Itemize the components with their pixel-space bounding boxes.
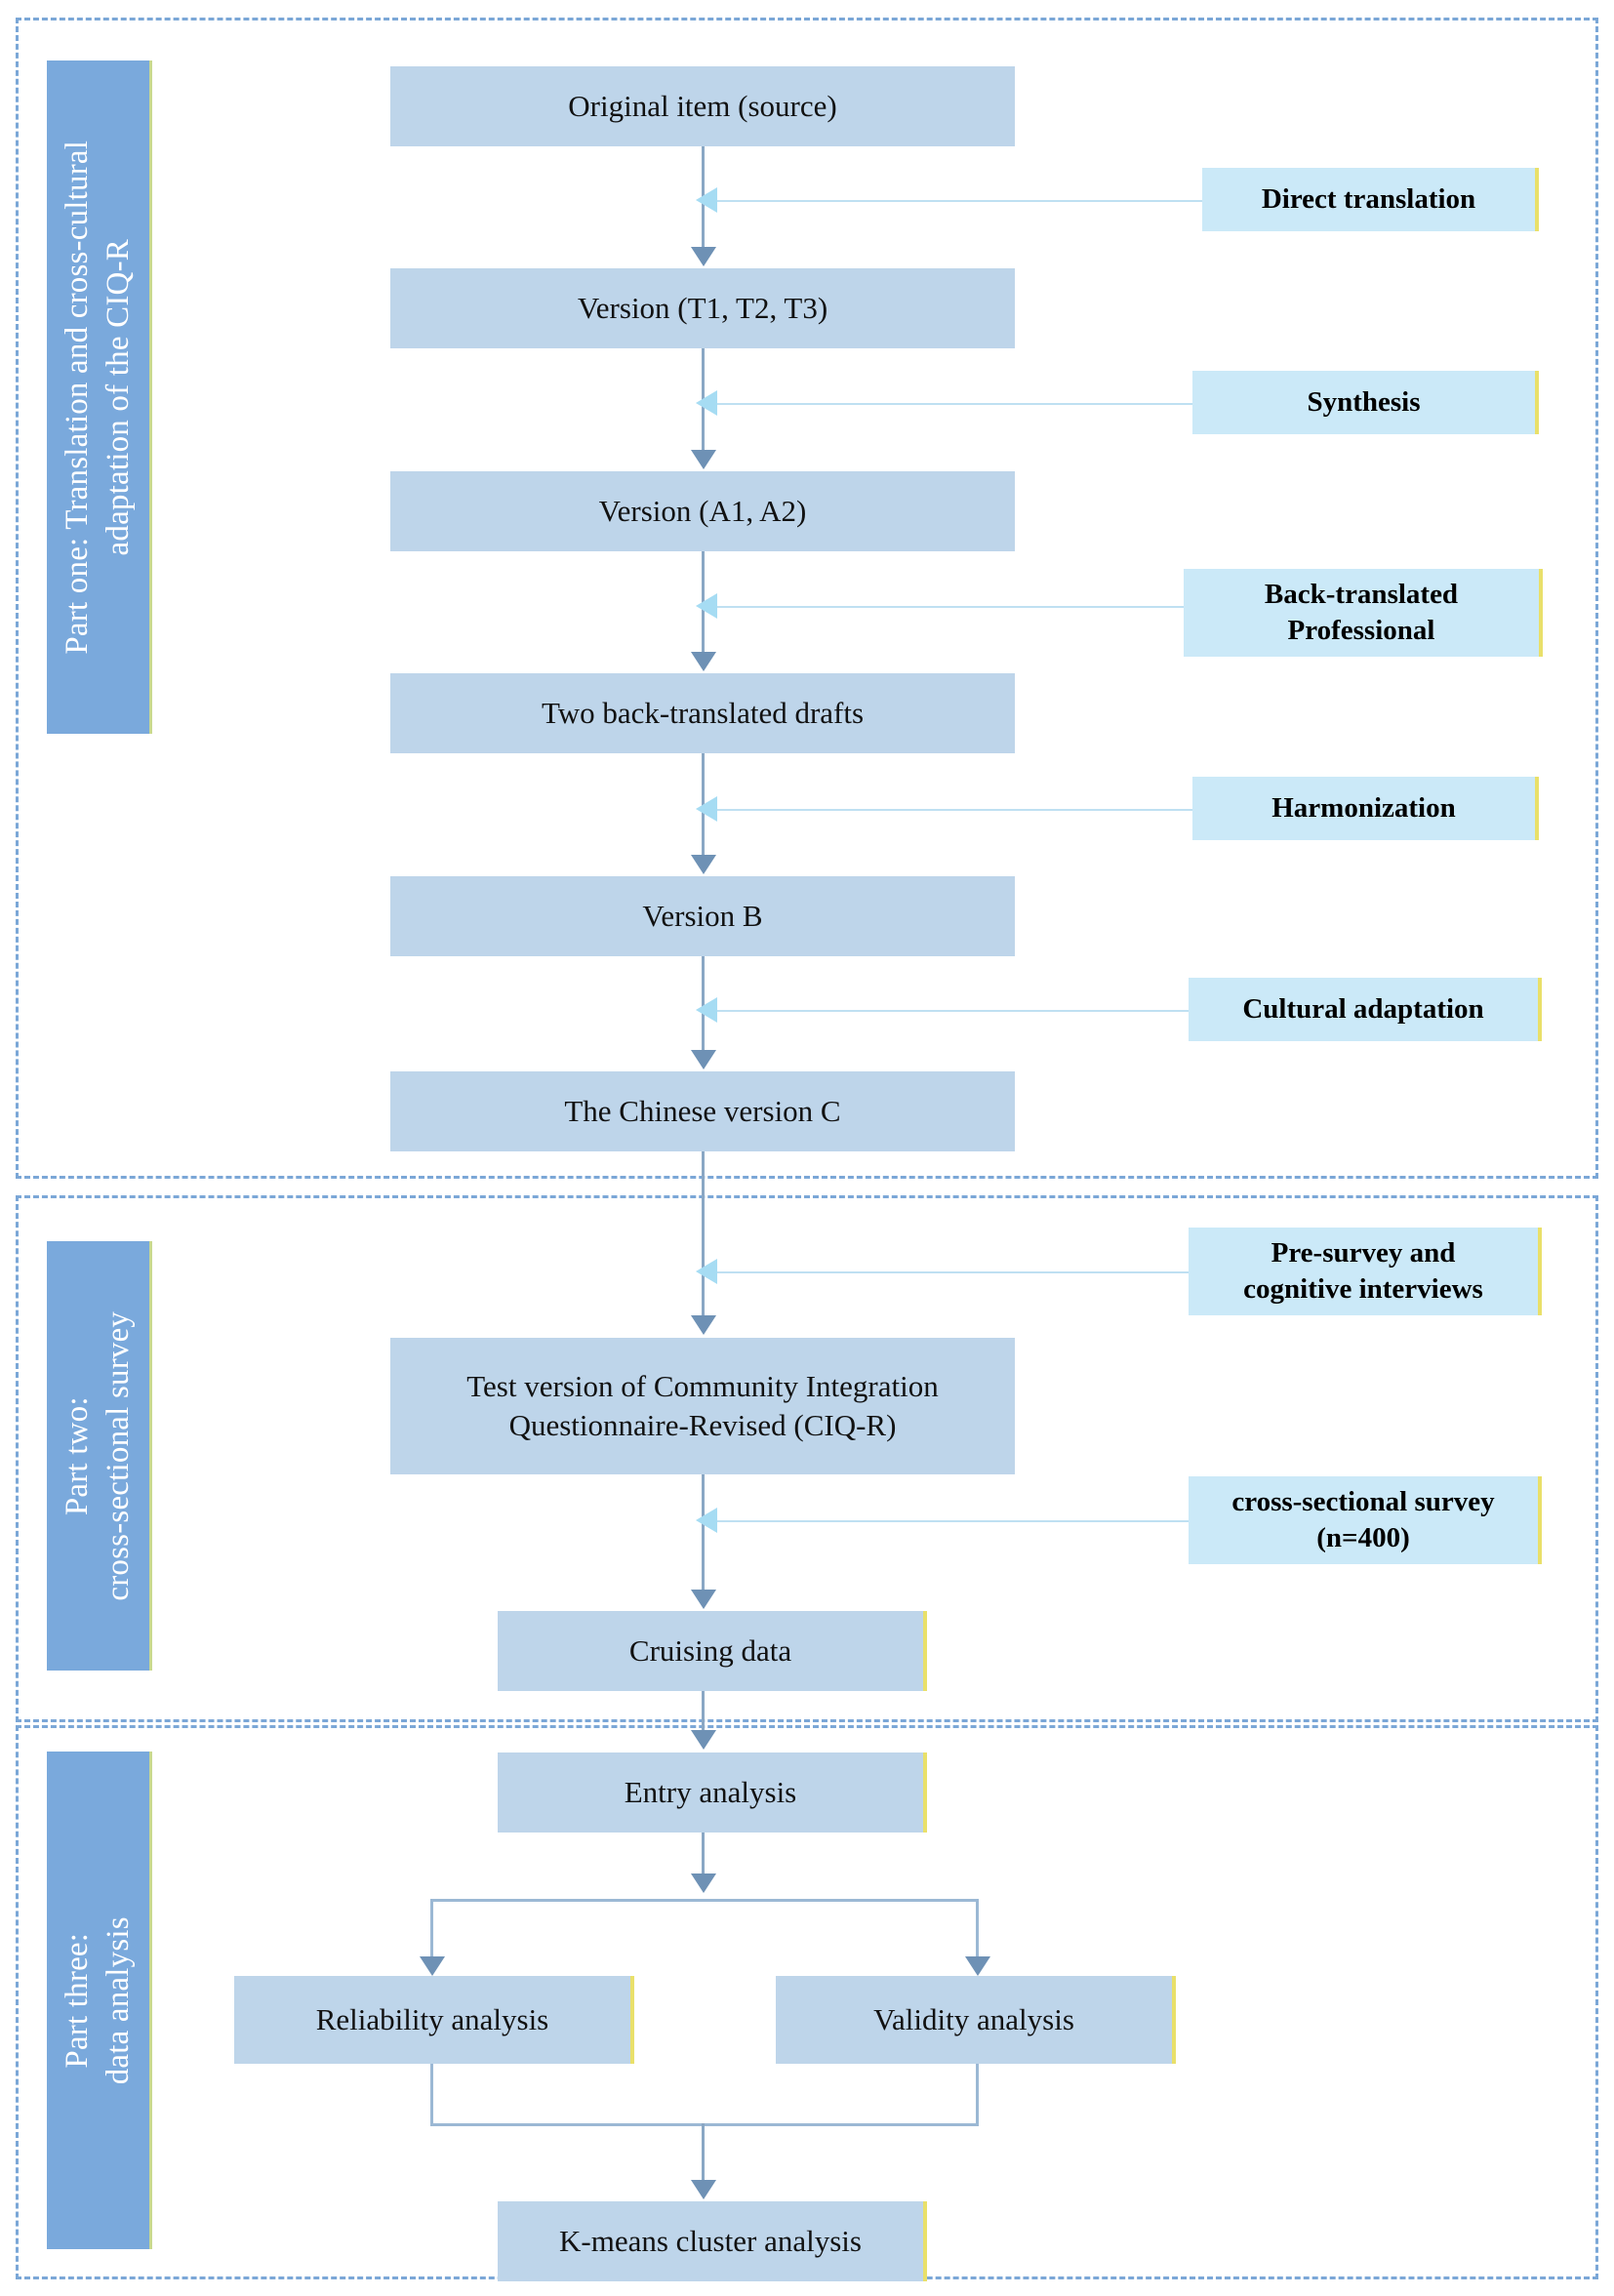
node-original-item: Original item (source) [390,66,1015,146]
part-three-banner-text: Part three: data analysis [57,1916,139,2084]
node-test-version-ciqr: Test version of Community Integration Qu… [390,1338,1015,1474]
arrowhead-pre-survey [696,1259,717,1284]
part-two-banner-text: Part two: cross-sectional survey [57,1311,139,1601]
line-pre-survey [717,1271,1189,1273]
arrowhead-cultural-adaptation [696,997,717,1023]
annotation-direct-translation: Direct translation [1202,168,1539,231]
part-two-banner-line2: cross-sectional survey [101,1310,137,1601]
node-validity-analysis: Validity analysis [776,1976,1176,2064]
node-cruising-data: Cruising data [498,1611,927,1691]
annotation-back-translated-line2: Professional [1287,615,1435,646]
node-reliability-analysis: Reliability analysis [234,1976,634,2064]
annotation-pre-survey-line2: cognitive interviews [1243,1273,1483,1305]
arrow-split-right [965,1956,990,1976]
annotation-harmonization: Harmonization [1192,777,1539,840]
node-chinese-version-c: The Chinese version C [390,1071,1015,1151]
part-one-banner-line1: Part one: Translation and cross-cultural [60,140,96,655]
line-direct-translation [717,200,1202,202]
arrow-split-left [420,1956,445,1976]
arrowhead-synthesis [696,390,717,416]
annotation-pre-survey: Pre-survey and cognitive interviews [1189,1228,1542,1315]
connector-testversion-to-cruising [702,1474,705,1591]
annotation-pre-survey-line1: Pre-survey and [1271,1236,1456,1269]
node-version-a: Version (A1, A2) [390,471,1015,551]
connector-entry-to-split [702,1833,705,1879]
arrow-versiont-to-versiona [691,450,716,469]
node-version-b: Version B [390,876,1015,956]
arrowhead-cross-sectional [696,1508,717,1533]
part-two-banner-line1: Part two: [60,1396,96,1515]
node-kmeans-cluster-analysis: K-means cluster analysis [498,2201,927,2281]
merge-left-rise [430,2064,433,2125]
connector-merge-to-kmeans [702,2123,705,2184]
annotation-cultural-adaptation: Cultural adaptation [1189,978,1542,1041]
line-cross-sectional [717,1520,1189,1522]
part-three-banner-line1: Part three: [60,1932,96,2069]
annotation-synthesis: Synthesis [1192,371,1539,434]
arrowhead-direct-translation [696,187,717,213]
part-one-banner-line2: adaptation of the CIQ-R [101,238,137,556]
line-synthesis [717,403,1192,405]
arrow-testversion-to-cruising [691,1590,716,1609]
arrow-versiona-to-drafts [691,652,716,671]
arrow-cruising-to-entry [691,1730,716,1750]
merge-right-rise [976,2064,979,2125]
arrow-drafts-to-versionb [691,855,716,874]
connector-chinesec-to-testversion [702,1151,705,1317]
node-test-version-line1: Test version of Community Integration [466,1368,939,1403]
node-back-translated-drafts: Two back-translated drafts [390,673,1015,753]
annotation-cross-sectional-line2: (n=400) [1316,1522,1410,1553]
annotation-cross-sectional-line1: cross-sectional survey [1231,1485,1495,1517]
part-two-banner: Part two: cross-sectional survey [47,1241,152,1671]
node-test-version-line2: Questionnaire-Revised (CIQ-R) [508,1408,897,1442]
line-harmonization [717,809,1192,811]
arrow-merge-to-kmeans [691,2180,716,2199]
node-version-t: Version (T1, T2, T3) [390,268,1015,348]
connector-cruising-to-entry [702,1691,705,1732]
annotation-back-translated-professional: Back-translated Professional [1184,569,1543,657]
node-entry-analysis: Entry analysis [498,1752,927,1833]
line-cultural-adaptation [717,1010,1189,1012]
annotation-back-translated-line1: Back-translated [1264,578,1459,610]
arrow-versionb-to-chinesec [691,1050,716,1069]
part-one-banner-text: Part one: Translation and cross-cultural… [57,141,139,655]
line-back-translated [717,606,1184,608]
part-two-frame [16,1195,1598,1722]
split-left-drop [430,1899,433,1960]
part-three-banner-line2: data analysis [101,1915,137,2085]
arrow-original-to-versiont [691,247,716,266]
part-one-frame [16,18,1598,1179]
split-right-drop [976,1899,979,1960]
arrow-chinesec-to-testversion [691,1315,716,1335]
part-three-banner: Part three: data analysis [47,1752,152,2249]
arrowhead-harmonization [696,796,717,822]
arrowhead-back-translated [696,593,717,619]
arrow-entry-to-split [691,1873,716,1893]
merge-bus-bottom [430,2123,979,2126]
annotation-cross-sectional-survey: cross-sectional survey (n=400) [1189,1476,1542,1564]
split-bus-top [430,1899,979,1902]
part-one-banner: Part one: Translation and cross-cultural… [47,60,152,734]
